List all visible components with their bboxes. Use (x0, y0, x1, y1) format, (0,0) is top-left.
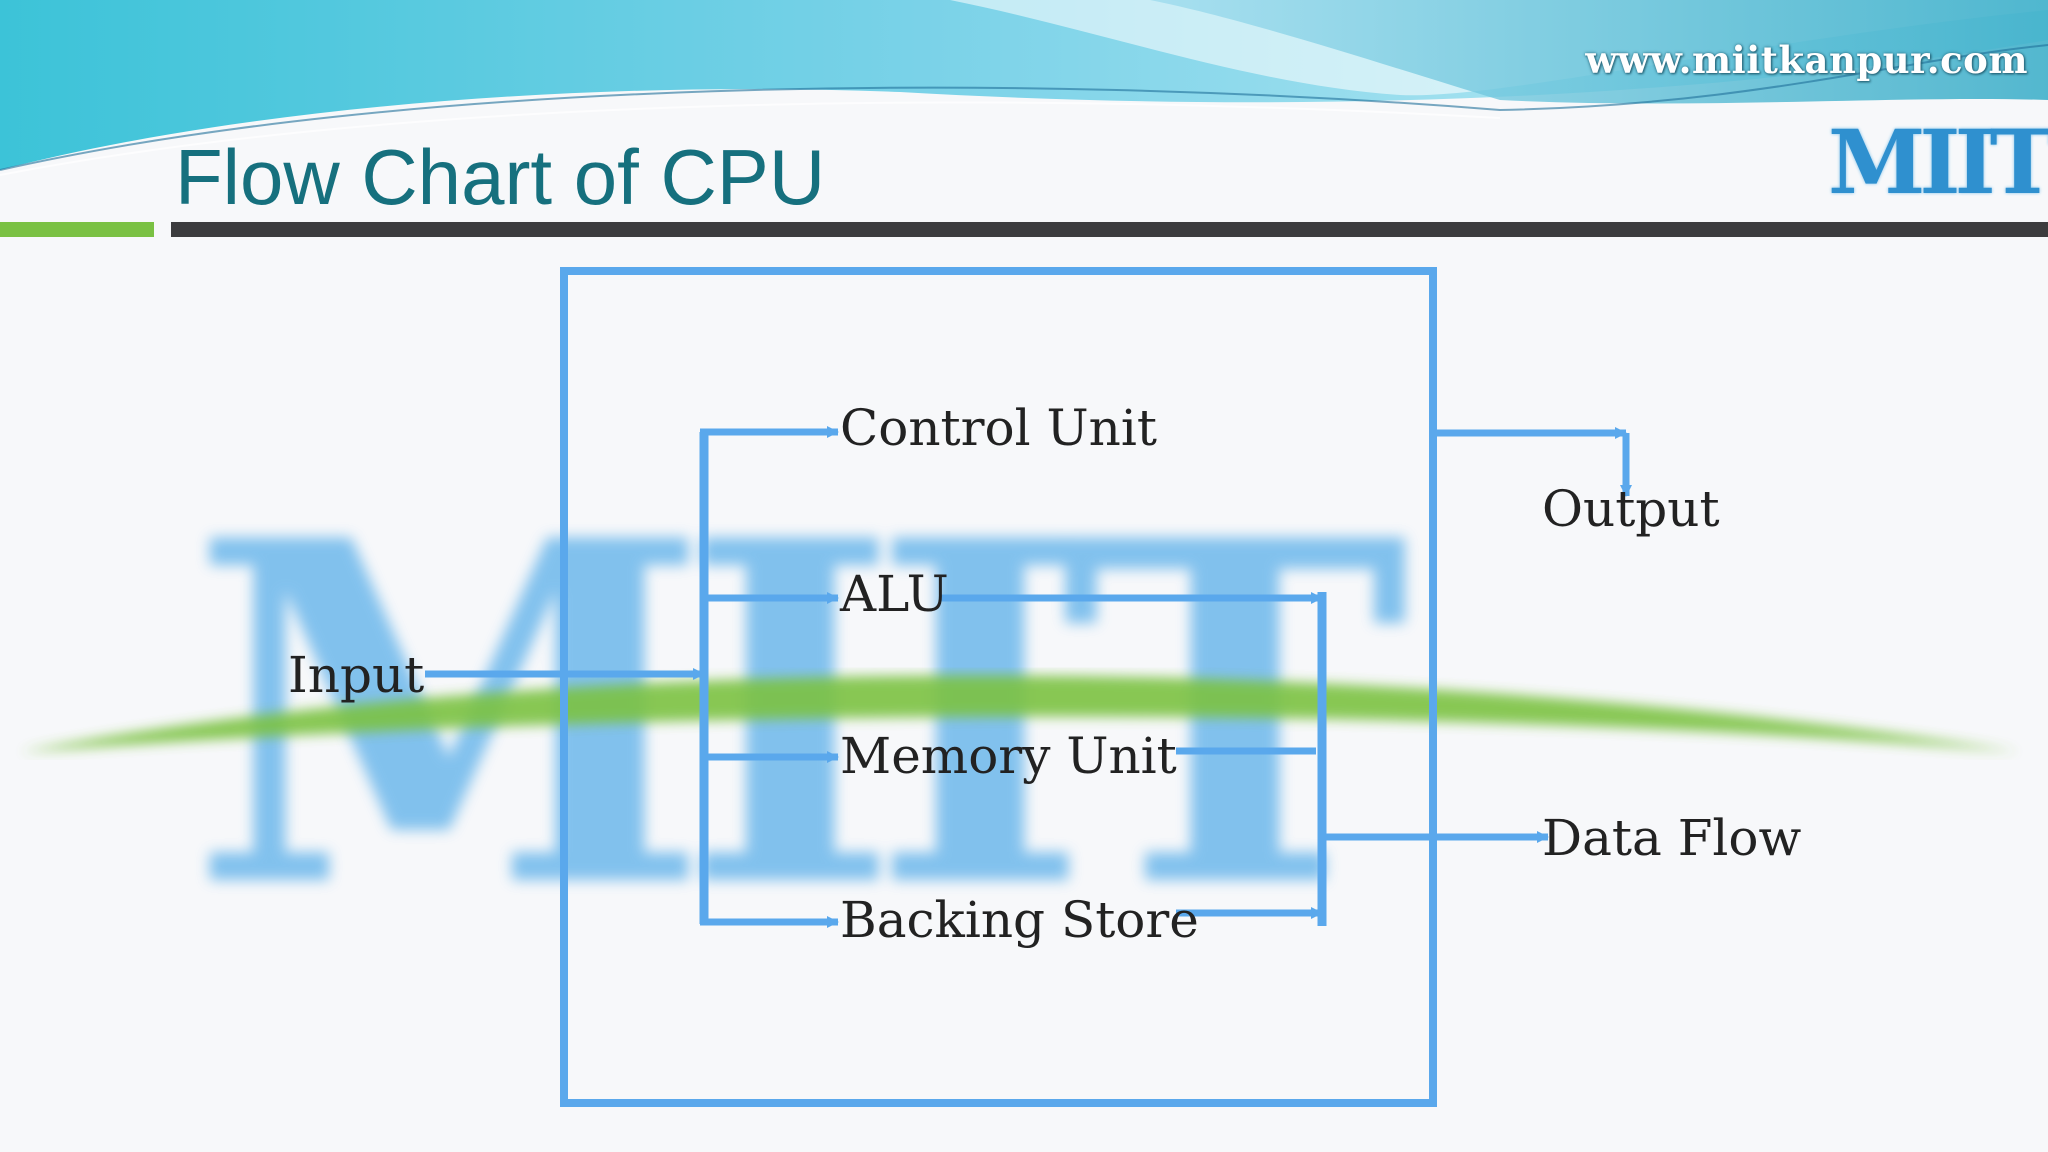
node-input: Input (288, 646, 425, 704)
accent-bar (0, 222, 154, 237)
header-wave-decoration (0, 0, 2048, 176)
node-output: Output (1542, 480, 1720, 538)
node-memory-unit: Memory Unit (840, 727, 1177, 785)
cpu-boundary-box (560, 267, 1437, 1107)
website-url: www.miitkanpur.com (1585, 38, 2028, 82)
node-data-flow: Data Flow (1542, 809, 1802, 867)
node-control-unit: Control Unit (840, 399, 1157, 457)
node-alu: ALU (840, 565, 949, 623)
logo: MIIT (1828, 110, 2048, 214)
node-backing-store: Backing Store (840, 891, 1199, 949)
slide-title: Flow Chart of CPU (175, 133, 826, 221)
title-underline-bar (171, 222, 2048, 237)
